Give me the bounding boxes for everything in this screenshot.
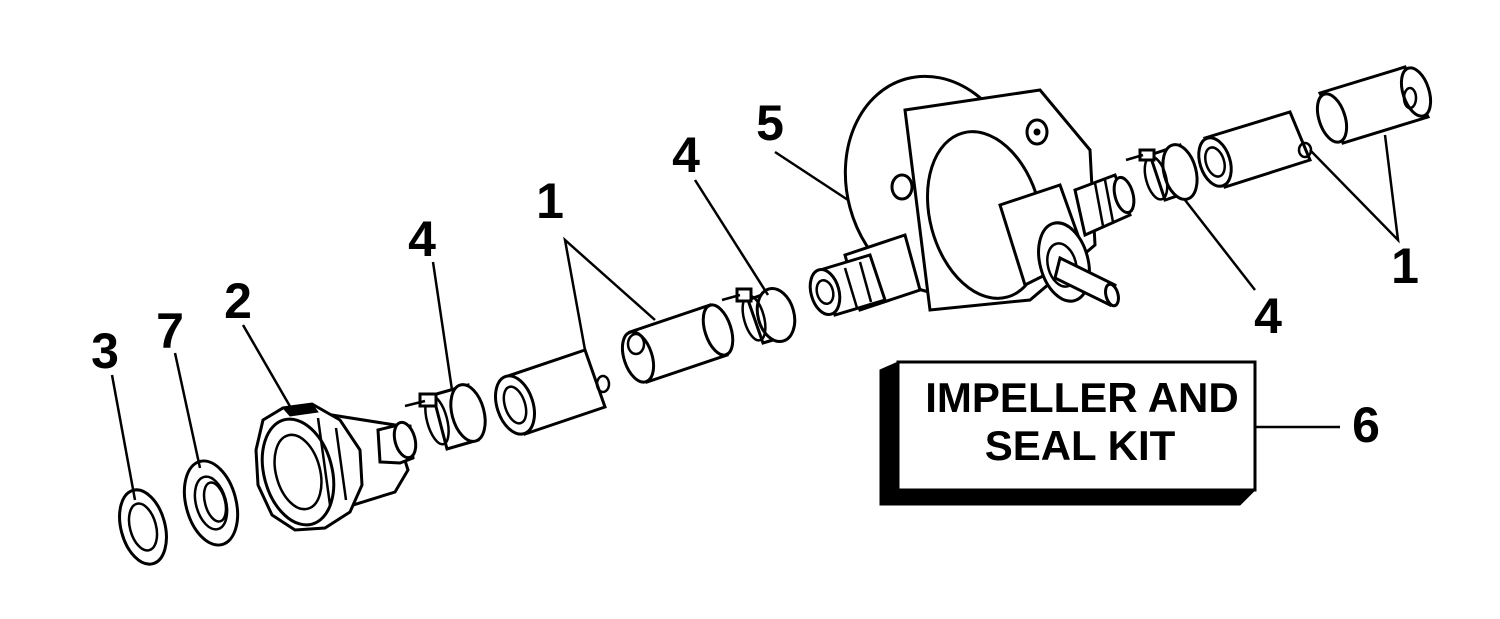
callout-7: 7 <box>156 303 184 359</box>
part-3-washer <box>118 488 168 566</box>
part-1-hose-mid <box>494 303 735 436</box>
part-4-clamp-b <box>721 287 797 345</box>
part-2-hose-nut <box>254 402 418 532</box>
part-4-clamp-c <box>1125 143 1199 202</box>
callout-4-clamp-b: 4 <box>672 127 700 183</box>
part-7-gasket <box>182 459 240 547</box>
kit-box-line-1: IMPELLER AND <box>925 374 1238 421</box>
callout-4-clamp-a: 4 <box>408 211 436 267</box>
callout-3: 3 <box>91 323 119 379</box>
part-5-pump <box>808 74 1136 317</box>
part-6-kit-box <box>879 360 1257 506</box>
part-4-clamp-a <box>404 383 487 451</box>
callout-2: 2 <box>224 273 252 329</box>
callout-5: 5 <box>756 95 784 151</box>
part-1-hose-right <box>1197 65 1433 189</box>
callout-4-clamp-c: 4 <box>1254 288 1282 344</box>
callout-6: 6 <box>1352 397 1380 453</box>
callout-1-hose-right: 1 <box>1391 238 1419 294</box>
leader-lines <box>110 134 1400 501</box>
callout-1-hose-mid: 1 <box>536 173 564 229</box>
kit-box-line-2: SEAL KIT <box>985 422 1176 469</box>
